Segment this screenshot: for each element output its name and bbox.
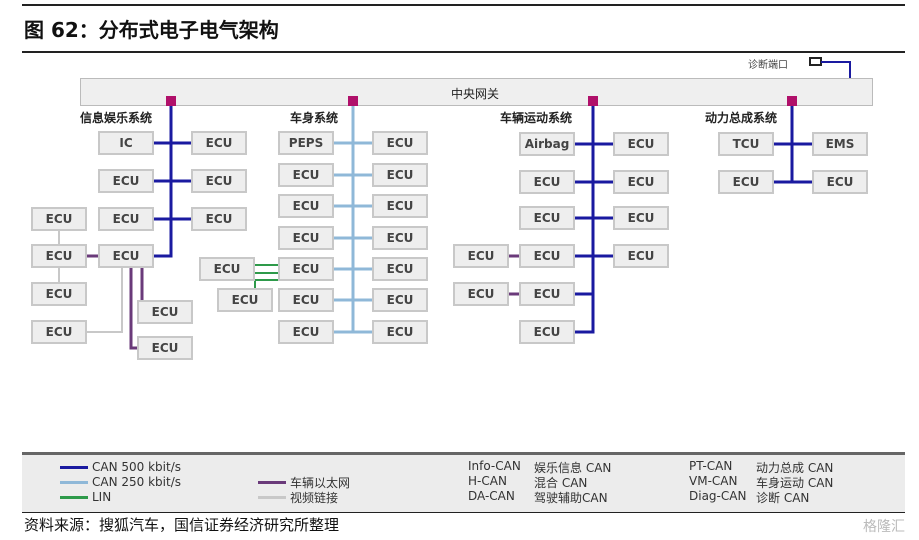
ecu-node: ECU (278, 226, 334, 250)
ecu-node: ECU (278, 257, 334, 281)
ecu-node: ECU (372, 257, 428, 281)
abbr: VM-CAN (689, 474, 738, 488)
abbr-desc: 车身运动 CAN (756, 476, 834, 490)
swatch (60, 465, 88, 469)
ecu-node: ECU (98, 244, 154, 268)
legend: CAN 500 kbit/s CAN 250 kbit/s LIN 车辆以太网 … (22, 452, 905, 512)
abbr: Info-CAN (468, 459, 521, 473)
ecu-node: ECU (31, 320, 87, 344)
can500-infotainment (154, 106, 191, 258)
ecu-node: ECU (137, 336, 193, 360)
abbr-desc: 动力总成 CAN (756, 461, 834, 475)
ecu-node: ECU (31, 244, 87, 268)
central-gateway: 中央网关 (80, 78, 873, 106)
abbr-desc: 混合 CAN (534, 476, 588, 490)
ecu-node: ECU (613, 206, 669, 230)
video-links (58, 231, 123, 333)
gateway-label: 中央网关 (451, 87, 500, 101)
section-infotainment: 信息娱乐系统 (80, 111, 153, 125)
legend-can250: CAN 250 kbit/s (60, 475, 181, 489)
ecu-node: ECU (278, 288, 334, 312)
abbr: H-CAN (468, 474, 507, 488)
ecu-node: ECU (519, 282, 575, 306)
ecu-node: ECU (812, 170, 868, 194)
legend-lin: LIN (60, 490, 111, 504)
ecu-node: TCU (718, 132, 774, 156)
ecu-node: ECU (613, 132, 669, 156)
can500-powertrain (774, 106, 812, 184)
ecu-node: ECU (453, 282, 509, 306)
ecu-node: ECU (519, 320, 575, 344)
abbr-desc: 诊断 CAN (756, 491, 810, 505)
ecu-node: ECU (372, 226, 428, 250)
ecu-node: ECU (372, 288, 428, 312)
ecu-node: ECU (372, 163, 428, 187)
bottom-rule (22, 512, 905, 513)
can250-body (334, 106, 372, 334)
abbr-desc: 娱乐信息 CAN (534, 461, 612, 475)
gateway-port (787, 96, 797, 106)
ecu-node: ECU (519, 170, 575, 194)
ecu-node: ECU (372, 320, 428, 344)
legend-can500: CAN 500 kbit/s (60, 460, 181, 474)
can500-motion (575, 106, 613, 334)
ecu-node: ECU (613, 170, 669, 194)
title-rule (22, 51, 905, 53)
section-motion: 车辆运动系统 (500, 111, 573, 125)
ecu-node: ECU (31, 207, 87, 231)
ecu-node: ECU (372, 194, 428, 218)
section-body: 车身系统 (290, 111, 339, 125)
ecu-node: ECU (453, 244, 509, 268)
ecu-node: ECU (372, 131, 428, 155)
ecu-node: ECU (613, 244, 669, 268)
ecu-node: IC (98, 131, 154, 155)
gateway-port (588, 96, 598, 106)
swatch (60, 480, 88, 484)
ecu-node: ECU (217, 288, 273, 312)
swatch (60, 495, 88, 499)
ecu-node: ECU (191, 207, 247, 231)
ecu-node: ECU (191, 131, 247, 155)
ecu-node: ECU (278, 194, 334, 218)
legend-label: LIN (92, 490, 112, 504)
ecu-node: ECU (278, 320, 334, 344)
diag-link (809, 57, 851, 78)
diag-port-label: 诊断端口 (748, 60, 788, 71)
ecu-node: ECU (718, 170, 774, 194)
abbr: PT-CAN (689, 459, 733, 473)
abbr: Diag-CAN (689, 489, 747, 503)
legend-label: 视频链接 (290, 490, 339, 505)
watermark: 格隆汇 (863, 519, 905, 535)
top-rule (22, 4, 905, 6)
swatch (258, 495, 286, 499)
legend-label: 车辆以太网 (290, 475, 351, 490)
ecu-node: ECU (98, 207, 154, 231)
ecu-node: ECU (519, 244, 575, 268)
legend-ethernet: 车辆以太网 (258, 475, 351, 490)
ecu-node: ECU (191, 169, 247, 193)
section-powertrain: 动力总成系统 (705, 111, 778, 125)
ecu-node: ECU (519, 206, 575, 230)
figure-title: 图 62：分布式电子电气架构 (24, 18, 279, 42)
source-note: 资料来源：搜狐汽车，国信证券经济研究所整理 (24, 516, 340, 534)
gateway-port (348, 96, 358, 106)
abbr: DA-CAN (468, 489, 515, 503)
lin-links (254, 264, 278, 288)
legend-label: CAN 500 kbit/s (92, 460, 181, 474)
ecu-node: PEPS (278, 131, 334, 155)
ecu-node: ECU (278, 163, 334, 187)
ecu-node: ECU (137, 300, 193, 324)
gateway-port (166, 96, 176, 106)
swatch (258, 480, 286, 484)
ecu-node: ECU (98, 169, 154, 193)
ecu-node: EMS (812, 132, 868, 156)
abbr-desc: 驾驶辅助CAN (534, 491, 608, 505)
legend-video: 视频链接 (258, 490, 339, 505)
ecu-node: ECU (31, 282, 87, 306)
ecu-node: Airbag (519, 132, 575, 156)
ecu-node: ECU (199, 257, 255, 281)
legend-label: CAN 250 kbit/s (92, 475, 181, 489)
